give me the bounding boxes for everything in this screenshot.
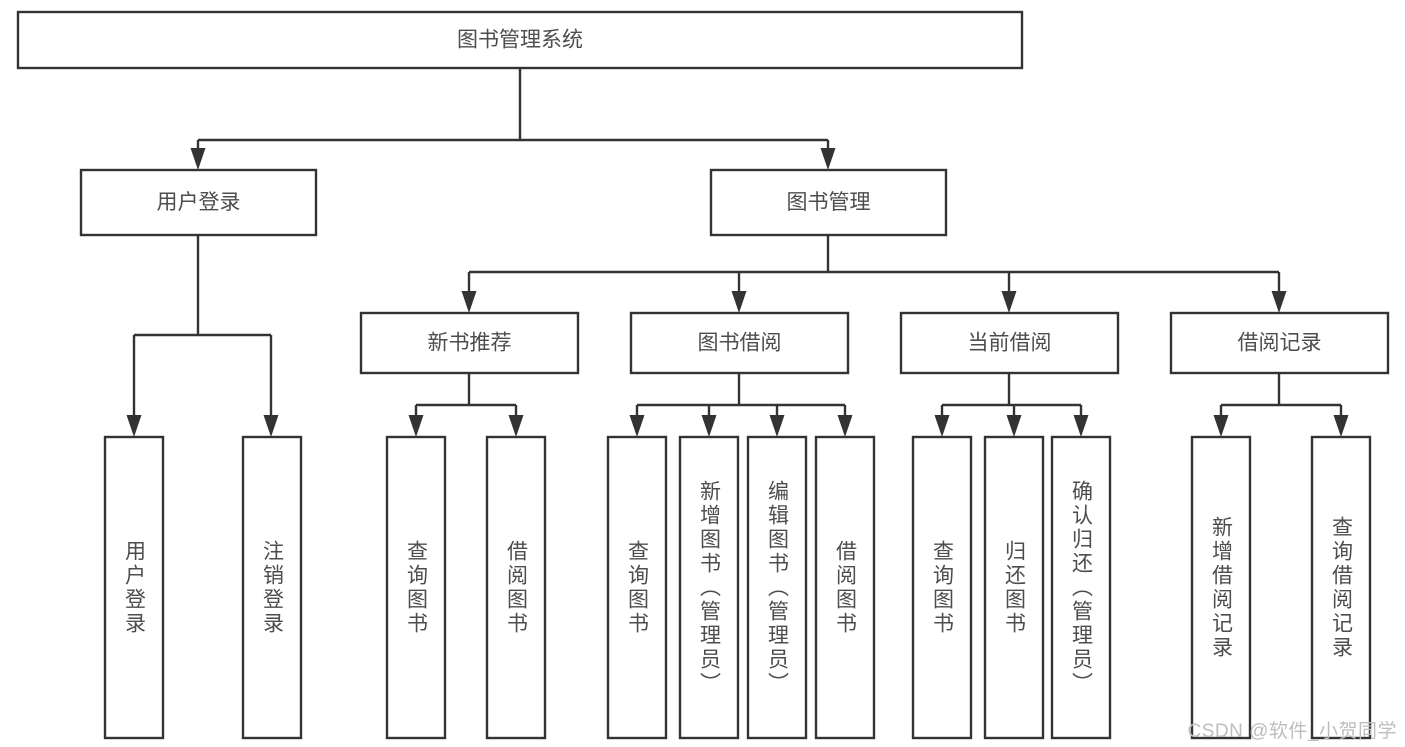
node-borrow-record-label: 借阅记录	[1238, 332, 1322, 355]
connectors-layer	[126, 68, 1349, 437]
arrow-head-icon	[934, 415, 950, 437]
node-leaf-query-book-1[interactable]	[385, 435, 447, 740]
node-leaf-edit-book[interactable]	[746, 435, 808, 740]
node-leaf-borrow-book-1[interactable]	[485, 435, 547, 740]
arrow-head-icon	[408, 415, 424, 437]
node-leaf-query-book-2[interactable]	[606, 435, 668, 740]
arrow-head-icon	[1333, 415, 1349, 437]
arrow-head-icon	[731, 291, 747, 313]
arrow-head-icon	[1271, 291, 1287, 313]
node-new-book-rec[interactable]	[359, 311, 580, 375]
node-user-login-label: 用户登录	[157, 191, 241, 214]
arrow-head-icon	[190, 148, 206, 170]
node-current-borrow-label: 当前借阅	[968, 332, 1052, 355]
node-boxes-layer	[16, 10, 1390, 740]
arrow-head-icon	[1001, 291, 1017, 313]
node-current-borrow[interactable]	[899, 311, 1120, 375]
node-user-login[interactable]	[79, 168, 318, 237]
arrow-head-icon	[1006, 415, 1022, 437]
node-leaf-add-record[interactable]	[1190, 435, 1252, 740]
arrow-head-icon	[769, 415, 785, 437]
node-book-borrow-label: 图书借阅	[698, 332, 782, 355]
watermark: CSDN @软件_小贺同学	[1187, 721, 1397, 742]
arrow-head-icon	[629, 415, 645, 437]
node-book-manage[interactable]	[709, 168, 948, 237]
arrow-head-icon	[263, 415, 279, 437]
node-leaf-logout[interactable]	[241, 435, 303, 740]
node-leaf-query-book-3[interactable]	[911, 435, 973, 740]
arrow-head-icon	[1073, 415, 1089, 437]
node-root-label: 图书管理系统	[457, 29, 583, 52]
node-leaf-borrow-book-2[interactable]	[814, 435, 876, 740]
arrow-head-icon	[837, 415, 853, 437]
arrow-head-icon	[126, 415, 142, 437]
node-leaf-confirm-return[interactable]	[1050, 435, 1112, 740]
node-book-borrow[interactable]	[629, 311, 850, 375]
arrow-head-icon	[508, 415, 524, 437]
node-leaf-user-login[interactable]	[103, 435, 165, 740]
node-book-manage-label: 图书管理	[787, 191, 871, 214]
node-new-book-rec-label: 新书推荐	[428, 332, 512, 355]
node-leaf-add-book[interactable]	[678, 435, 740, 740]
node-borrow-record[interactable]	[1169, 311, 1390, 375]
node-leaf-query-record[interactable]	[1310, 435, 1372, 740]
node-leaf-return-book[interactable]	[983, 435, 1045, 740]
arrow-head-icon	[820, 148, 836, 170]
arrow-head-icon	[1213, 415, 1229, 437]
arrow-head-icon	[701, 415, 717, 437]
arrow-head-icon	[461, 291, 477, 313]
node-root[interactable]	[16, 10, 1024, 70]
